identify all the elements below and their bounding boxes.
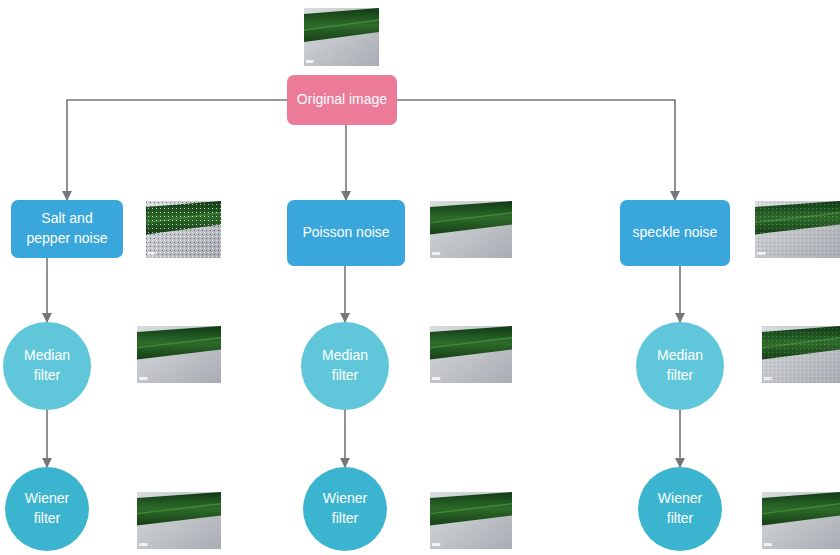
flow-arrow (344, 266, 346, 322)
start-box: Original image (287, 75, 397, 125)
microscope-thumbnail (762, 326, 840, 383)
flow-arrow (397, 100, 675, 200)
circle-outline (638, 467, 722, 551)
microscope-thumbnail (146, 201, 221, 258)
node-label: Wiener filter (314, 489, 376, 528)
node-label: Median filter (312, 346, 378, 385)
circle-outline (301, 322, 389, 410)
node-label: Median filter (14, 346, 80, 385)
process-box: speckle noise (620, 200, 730, 266)
filter-circle: Median filter (301, 322, 389, 410)
circle-outline (636, 322, 724, 410)
filter-circle: Median filter (636, 322, 724, 410)
circle-outline (303, 467, 387, 551)
process-box: Salt and pepper noise (11, 200, 123, 258)
filter-circle: Wiener filter (303, 467, 387, 551)
microscope-thumbnail (762, 492, 840, 549)
microscope-thumbnail (430, 326, 512, 383)
microscope-thumbnail (137, 492, 221, 549)
flow-arrow (46, 410, 48, 467)
flow-arrow (679, 410, 681, 467)
microscope-thumbnail (755, 201, 840, 258)
filter-circle: Wiener filter (638, 467, 722, 551)
node-label: Salt and pepper noise (19, 209, 115, 248)
process-box: Poisson noise (287, 200, 405, 266)
microscope-thumbnail (137, 326, 221, 383)
flow-arrow (679, 266, 681, 322)
flow-arrow (46, 258, 48, 322)
circle-outline (3, 322, 91, 410)
microscope-thumbnail (430, 492, 512, 549)
node-label: Original image (297, 90, 387, 110)
flow-arrow (345, 125, 347, 200)
filter-circle: Wiener filter (5, 467, 89, 551)
flow-arrow (344, 410, 346, 467)
node-label: Wiener filter (649, 489, 711, 528)
node-label: Wiener filter (16, 489, 78, 528)
node-label: speckle noise (633, 223, 718, 243)
flow-arrow (67, 100, 287, 200)
node-label: Poisson noise (302, 223, 389, 243)
microscope-thumbnail (430, 201, 512, 258)
microscope-thumbnail (304, 8, 379, 66)
circle-outline (5, 467, 89, 551)
filter-circle: Median filter (3, 322, 91, 410)
node-label: Median filter (647, 346, 713, 385)
